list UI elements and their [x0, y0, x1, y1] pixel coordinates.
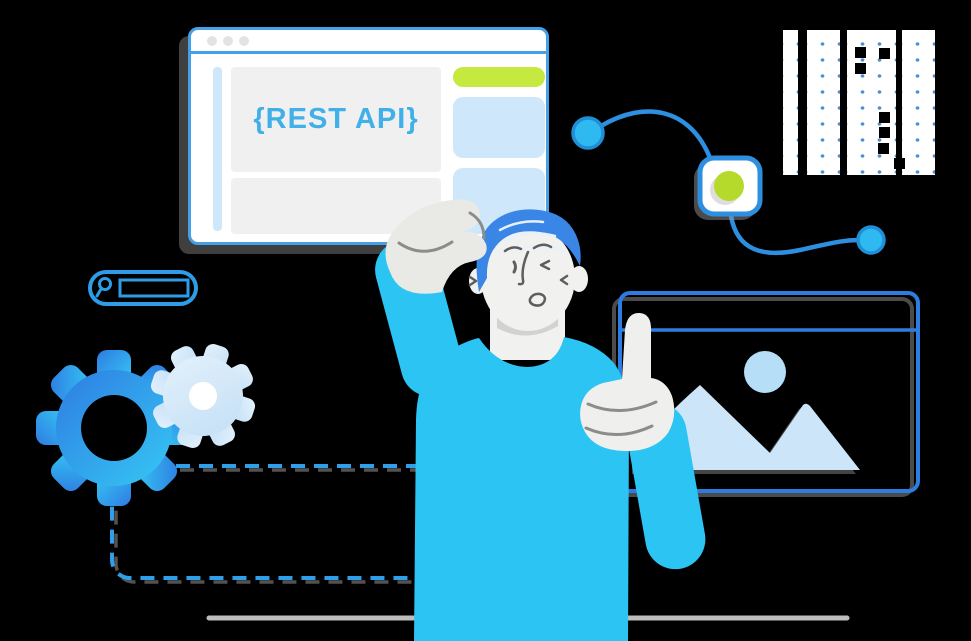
- halftone-bar: [807, 30, 840, 175]
- browser-card: [453, 168, 545, 234]
- lime-node-icon: [714, 171, 744, 201]
- person-raised-arm: [375, 239, 463, 397]
- browser-green-button: [453, 67, 545, 87]
- halftone-gap: [879, 127, 890, 138]
- person-torso: [414, 337, 629, 641]
- thumbs-up-hand: [580, 312, 675, 452]
- eyebrow: [532, 243, 553, 250]
- halftone-gap: [855, 47, 866, 58]
- connector-node-box: [697, 155, 763, 217]
- halftone-gap: [878, 143, 889, 154]
- eye-left: [512, 260, 517, 274]
- search-bar: [88, 270, 198, 306]
- eye-right-wink: [539, 259, 551, 271]
- browser-sidebar-strip: [213, 67, 222, 231]
- halftone-bar: [783, 30, 798, 175]
- sleeve-cuff: [428, 250, 446, 284]
- person-neck-shadow: [497, 316, 558, 336]
- person-face-features: [468, 243, 569, 307]
- mountains-shadow: [632, 389, 856, 474]
- ear-mark: [559, 274, 569, 286]
- window-dot-icon: [239, 35, 249, 46]
- halftone-bar: [902, 30, 935, 175]
- blue-node-icon: [856, 225, 886, 255]
- halftone-gap: [879, 112, 890, 123]
- image-window-frame: [618, 291, 920, 493]
- person-ear: [469, 268, 487, 294]
- gear-small-icon: [150, 343, 256, 449]
- rest-api-label: {REST API}: [253, 103, 419, 135]
- search-input-box: [118, 278, 190, 298]
- halftone-gap: [855, 63, 866, 74]
- halftone-gap: [894, 158, 905, 169]
- ear-mark: [468, 275, 478, 287]
- connector-wire: [728, 215, 861, 256]
- connector-wire: [599, 109, 713, 159]
- browser-window: {REST API}: [188, 27, 549, 245]
- browser-card: [453, 97, 545, 158]
- mouth: [528, 292, 547, 307]
- person-neck: [490, 305, 565, 360]
- window-dot-icon: [207, 35, 217, 46]
- nose: [517, 250, 530, 286]
- halftone-gap: [879, 48, 890, 59]
- window-dot-icon: [223, 35, 233, 46]
- mountains-icon: [636, 385, 860, 470]
- browser-titlebar: [191, 30, 546, 54]
- browser-content: {REST API}: [191, 54, 546, 242]
- person-forearm: [626, 402, 706, 570]
- person-ear: [570, 266, 588, 292]
- person-illustration: [375, 199, 706, 641]
- blue-node-icon: [571, 116, 605, 150]
- rest-api-panel: {REST API}: [231, 67, 441, 172]
- image-placeholder-window: [612, 291, 920, 497]
- gear-large-icon: [36, 350, 192, 506]
- dashed-outline-box: [110, 464, 606, 584]
- sun-icon: [744, 351, 786, 393]
- browser-content-block: [231, 178, 441, 234]
- thumb-hand-creases: [584, 400, 658, 437]
- eyebrow: [503, 246, 523, 253]
- search-icon: [95, 277, 112, 298]
